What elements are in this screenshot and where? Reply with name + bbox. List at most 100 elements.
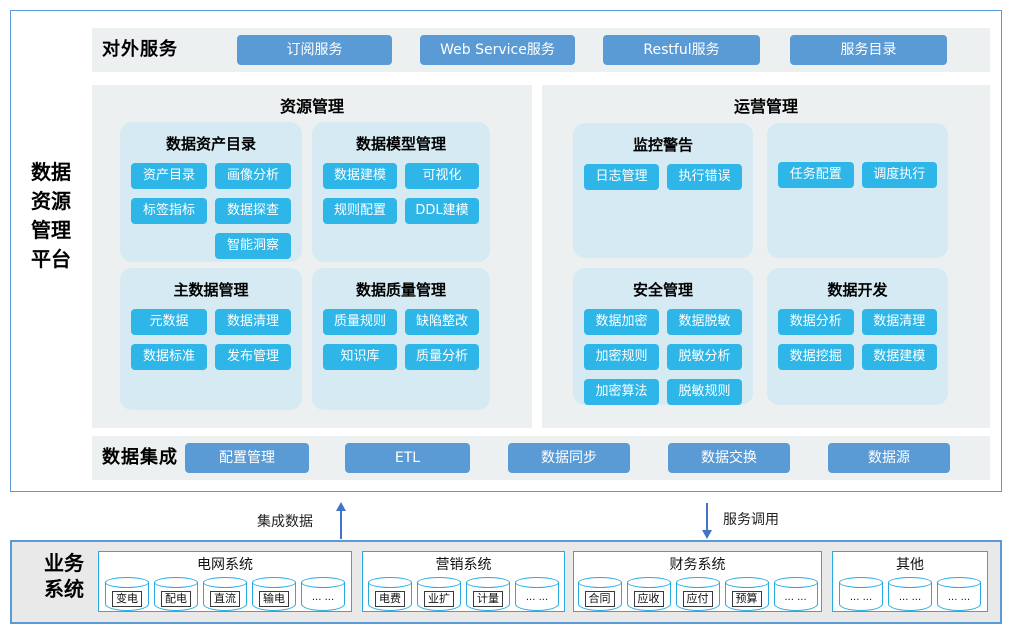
platform-title-line: 平台 — [31, 247, 71, 271]
data-integration-panel: 数据集成 配置管理 ETL 数据同步 数据交换 数据源 — [92, 436, 990, 480]
cylinder-label: ... ... — [781, 591, 810, 605]
feature-pill[interactable]: 脱敏规则 — [667, 379, 742, 405]
card-title: 数据质量管理 — [355, 281, 446, 299]
feature-pill[interactable]: 缺陷整改 — [405, 309, 479, 335]
system-box-marketing: 营销系统 电费 业扩 计量 ... ... — [362, 551, 565, 612]
feature-pill[interactable]: 日志管理 — [584, 164, 659, 190]
card-data-model-mgmt: 数据模型管理 数据建模 可视化 规则配置 DDL建模 — [312, 122, 490, 262]
database-cylinder-icon: ... ... — [937, 577, 981, 611]
database-cylinder-icon: ... ... — [773, 577, 818, 611]
card-data-quality-mgmt: 数据质量管理 质量规则 缺陷整改 知识库 质量分析 — [312, 268, 490, 410]
feature-pill[interactable]: 规则配置 — [323, 198, 397, 224]
feature-pill[interactable]: 数据加密 — [584, 309, 659, 335]
card-title: 主数据管理 — [173, 281, 249, 299]
database-cylinder-icon: ... ... — [301, 577, 345, 611]
cylinder-label: 电费 — [375, 591, 405, 607]
config-mgmt-button[interactable]: 配置管理 — [185, 443, 309, 473]
feature-pill[interactable]: 标签指标 — [131, 198, 207, 224]
etl-button[interactable]: ETL — [345, 443, 470, 473]
operations-mgmt-panel: 运营管理 监控警告 日志管理 执行错误 任务配置 调度执行 安全管理 数据加密 … — [542, 85, 990, 428]
system-title: 电网系统 — [197, 557, 253, 573]
database-cylinder-icon: 输电 — [252, 577, 296, 611]
cylinder-label: 输电 — [259, 591, 289, 607]
feature-pill[interactable]: 资产目录 — [131, 163, 207, 189]
resource-mgmt-title: 资源管理 — [279, 97, 344, 116]
feature-pill[interactable]: 智能洞察 — [215, 233, 291, 259]
feature-pill[interactable]: 脱敏分析 — [667, 344, 742, 370]
feature-pill[interactable]: 执行错误 — [667, 164, 742, 190]
data-sync-button[interactable]: 数据同步 — [508, 443, 630, 473]
feature-pill[interactable]: 数据清理 — [861, 309, 937, 335]
cylinder-label: ... ... — [846, 591, 876, 605]
cylinder-label: 配电 — [161, 591, 191, 607]
external-services-label: 对外服务 — [102, 39, 178, 60]
feature-pill[interactable]: 数据挖掘 — [778, 344, 854, 370]
feature-pill[interactable]: DDL建模 — [405, 198, 479, 224]
cylinder-label: 合同 — [584, 591, 615, 607]
database-cylinder-icon: 业扩 — [417, 577, 461, 611]
service-catalog-button[interactable]: 服务目录 — [790, 35, 947, 65]
cylinder-label: ... ... — [522, 591, 552, 605]
feature-pill[interactable]: 数据探查 — [215, 198, 291, 224]
database-cylinder-icon: 预算 — [724, 577, 769, 611]
web-service-button[interactable]: Web Service服务 — [420, 35, 575, 65]
data-exchange-button[interactable]: 数据交换 — [668, 443, 790, 473]
feature-pill[interactable]: 任务配置 — [778, 162, 854, 188]
resource-mgmt-panel: 资源管理 数据资产目录 资产目录 画像分析 标签指标 数据探查 智能洞察 数据模… — [92, 85, 532, 428]
card-data-development: 数据开发 数据分析 数据清理 数据挖掘 数据建模 — [767, 268, 948, 405]
feature-pill[interactable]: 质量规则 — [323, 309, 397, 335]
restful-service-button[interactable]: Restful服务 — [603, 35, 760, 65]
feature-pill[interactable]: 数据建模 — [861, 344, 937, 370]
cylinder-label: ... ... — [308, 591, 338, 605]
database-cylinder-icon: ... ... — [515, 577, 559, 611]
feature-pill[interactable]: 加密规则 — [584, 344, 659, 370]
cylinder-label: 应付 — [682, 591, 713, 607]
card-title: 数据开发 — [827, 281, 888, 299]
cylinder-label: 应收 — [633, 591, 664, 607]
cylinder-label: 变电 — [112, 591, 142, 607]
feature-pill[interactable]: 元数据 — [131, 309, 207, 335]
operations-mgmt-title: 运营管理 — [733, 97, 798, 116]
system-title: 财务系统 — [669, 557, 726, 573]
cylinder-label: 计量 — [473, 591, 503, 607]
feature-pill[interactable]: 数据建模 — [323, 163, 397, 189]
feature-pill[interactable]: 可视化 — [405, 163, 479, 189]
feature-pill[interactable]: 质量分析 — [405, 344, 479, 370]
data-source-button[interactable]: 数据源 — [828, 443, 950, 473]
data-integration-label: 数据集成 — [102, 447, 178, 468]
feature-pill[interactable]: 数据标准 — [131, 344, 207, 370]
down-arrow-icon — [702, 530, 712, 539]
feature-pill[interactable]: 数据清理 — [215, 309, 291, 335]
platform-title-line: 管理 — [31, 218, 71, 242]
feature-pill[interactable]: 知识库 — [323, 344, 397, 370]
system-title: 其他 — [896, 557, 924, 573]
database-cylinder-icon: ... ... — [839, 577, 883, 611]
card-title: 数据模型管理 — [355, 135, 446, 153]
database-cylinder-icon: 应收 — [626, 577, 671, 611]
service-call-flow-label: 服务调用 — [723, 512, 779, 528]
card-data-asset-catalog: 数据资产目录 资产目录 画像分析 标签指标 数据探查 智能洞察 — [120, 122, 302, 262]
feature-pill[interactable]: 数据脱敏 — [667, 309, 742, 335]
cylinder-label: 直流 — [210, 591, 240, 607]
platform-title: 数据 资源 管理 平台 — [22, 158, 80, 274]
cylinder-label: ... ... — [944, 591, 974, 605]
business-systems-box: 业务 系统 电网系统 变电 配电 直流 输电 ... ... 营销系统 电费 业… — [10, 540, 1002, 624]
database-cylinder-icon: 电费 — [368, 577, 412, 611]
database-cylinder-icon: 直流 — [203, 577, 247, 611]
database-cylinder-icon: 计量 — [466, 577, 510, 611]
integrate-data-flow-label: 集成数据 — [257, 514, 313, 530]
feature-pill[interactable]: 调度执行 — [861, 162, 937, 188]
feature-pill[interactable]: 画像分析 — [215, 163, 291, 189]
system-title: 营销系统 — [435, 557, 492, 573]
cylinder-label: ... ... — [895, 591, 925, 605]
subscribe-service-button[interactable]: 订阅服务 — [237, 35, 392, 65]
card-monitor-alert-tasks: 任务配置 调度执行 — [767, 123, 948, 258]
card-security-mgmt: 安全管理 数据加密 数据脱敏 加密规则 脱敏分析 加密算法 脱敏规则 — [573, 268, 753, 405]
feature-pill[interactable]: 加密算法 — [584, 379, 659, 405]
feature-pill[interactable]: 数据分析 — [778, 309, 854, 335]
feature-pill[interactable]: 发布管理 — [215, 344, 291, 370]
platform-title-line: 数据 — [31, 160, 71, 184]
card-master-data-mgmt: 主数据管理 元数据 数据清理 数据标准 发布管理 — [120, 268, 302, 410]
card-title — [767, 134, 948, 153]
database-cylinder-icon: 配电 — [154, 577, 198, 611]
